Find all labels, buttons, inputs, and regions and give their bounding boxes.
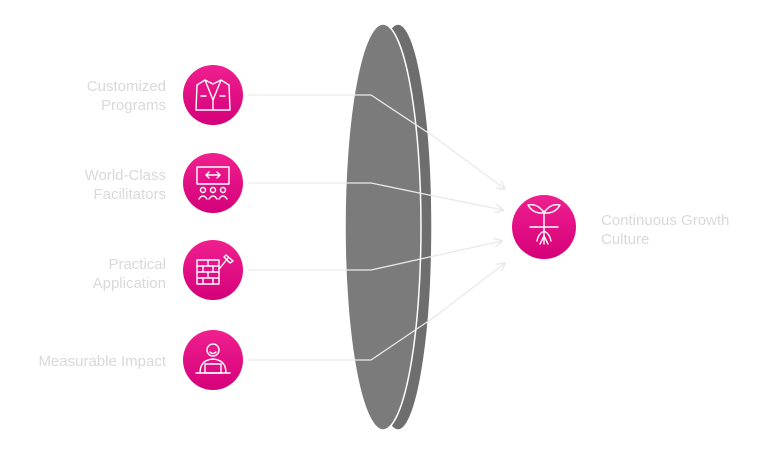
connector-lines (248, 94, 505, 361)
arrow-4 (432, 263, 505, 319)
connector-input-1 (248, 94, 434, 137)
presentation-audience-icon (196, 166, 230, 200)
connector-input-3 (248, 255, 435, 271)
blazer-icon (195, 79, 231, 111)
arrow-2 (433, 195, 503, 210)
arrow-3 (433, 241, 502, 257)
input-node-2 (183, 153, 243, 213)
connector-input-4 (248, 317, 434, 361)
brick-wall-trowel-icon (196, 254, 234, 285)
label-continuous-growth-culture: Continuous Growth Culture (601, 212, 730, 248)
connector-input-2 (248, 182, 435, 197)
input-node-3 (183, 240, 243, 300)
label-customized-programs: Customized Programs (86, 78, 166, 114)
label-practical-application: Practical Application (92, 256, 166, 292)
output-node (512, 195, 576, 259)
input-node-1 (183, 65, 243, 125)
input-node-4 (183, 330, 243, 390)
label-world-class-facilitators: World-Class Facilitators (84, 167, 166, 203)
person-podium-icon (195, 343, 231, 374)
sprout-roots-icon (527, 203, 561, 245)
label-measurable-impact: Measurable Impact (38, 353, 166, 370)
arrow-1 (432, 135, 505, 189)
lens-disc (344, 23, 433, 431)
lens-face (344, 23, 422, 431)
